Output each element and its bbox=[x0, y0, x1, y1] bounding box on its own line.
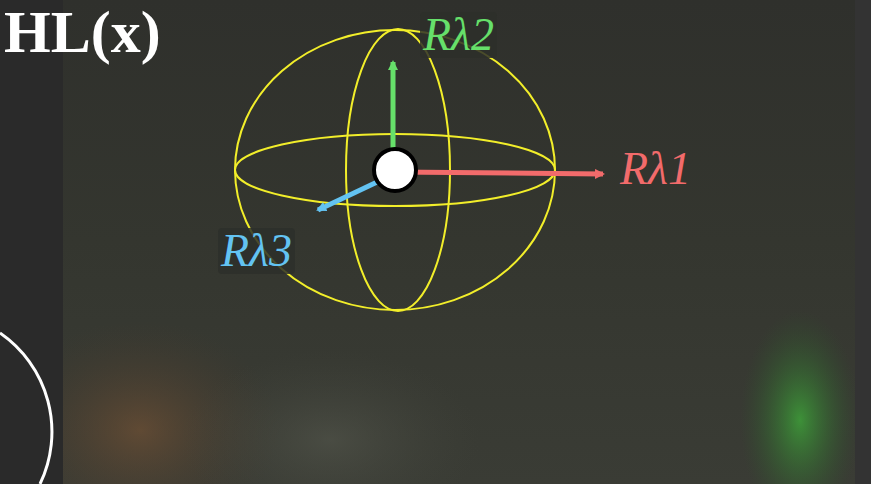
arc-outline bbox=[0, 333, 52, 484]
eigen-arrow bbox=[395, 172, 603, 174]
side-panel bbox=[855, 0, 871, 484]
eigen-label: Rλ2 bbox=[420, 12, 497, 58]
side-panel bbox=[0, 0, 63, 484]
formula-label: HL(x) bbox=[4, 2, 161, 62]
eigen-label: Rλ1 bbox=[620, 146, 691, 192]
eigen-label: Rλ3 bbox=[218, 228, 295, 274]
sample-point bbox=[374, 149, 416, 191]
